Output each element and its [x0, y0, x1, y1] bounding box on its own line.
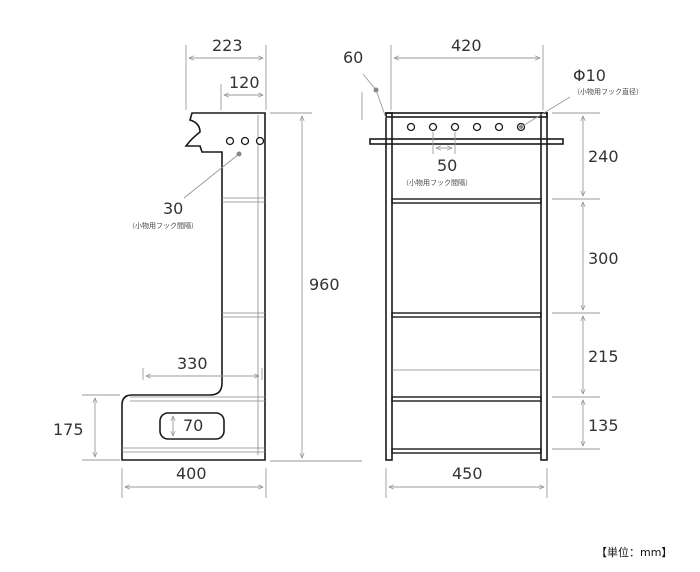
front-right-upright	[540, 112, 548, 461]
side-base-width-label: 400	[176, 464, 207, 483]
hook-pitch-label: 50	[437, 156, 457, 175]
side-shelves	[122, 197, 265, 453]
shelf-gap-1-label: 240	[588, 147, 619, 166]
hook-diameter-note: （小物用フック直径）	[573, 87, 643, 96]
front-view: 60 420 Φ10 （小物用フック直径） 50 （小物用フック間隔） 240	[343, 36, 643, 498]
hook-pitch-note: （小物用フック間隔）	[402, 178, 472, 187]
total-height-label: 960	[309, 275, 340, 294]
front-shelves	[391, 198, 542, 454]
hook-diameter-label: Φ10	[573, 66, 606, 85]
front-top-board	[385, 112, 548, 118]
rod-protrusion-label: 60	[343, 48, 363, 67]
unit-label: 【単位：mm】	[596, 545, 672, 559]
front-left-upright	[385, 112, 393, 461]
side-panel-outline	[121, 112, 266, 461]
side-hook-spacing-note: （小物用フック間隔）	[128, 221, 198, 230]
side-hook-spacing-label: 30	[163, 199, 183, 218]
side-top-width-label: 223	[212, 36, 243, 55]
hook-spacing-leader-dot	[236, 151, 242, 157]
shelf-gap-4-label: 135	[588, 416, 619, 435]
rod-protrusion-leader-dot	[373, 87, 379, 93]
side-base-height-label: 175	[53, 420, 84, 439]
side-upper-depth-label: 330	[177, 354, 208, 373]
front-base-width-label: 450	[452, 464, 483, 483]
shelf-gap-dimensions: 240 300 215 135	[552, 112, 619, 450]
shelf-gap-2-label: 300	[588, 249, 619, 268]
side-hook-holes	[225, 136, 265, 146]
front-hook-holes	[406, 122, 526, 132]
side-hook-offset-label: 120	[229, 73, 260, 92]
side-view: 70 223 120 30 （小物用フック間隔） 330 175 400	[53, 36, 362, 498]
shelf-gap-3-label: 215	[588, 347, 619, 366]
handle-height-label: 70	[183, 416, 203, 435]
handle-slot	[159, 412, 225, 440]
front-top-width-label: 420	[451, 36, 482, 55]
hanger-rod	[369, 138, 564, 145]
